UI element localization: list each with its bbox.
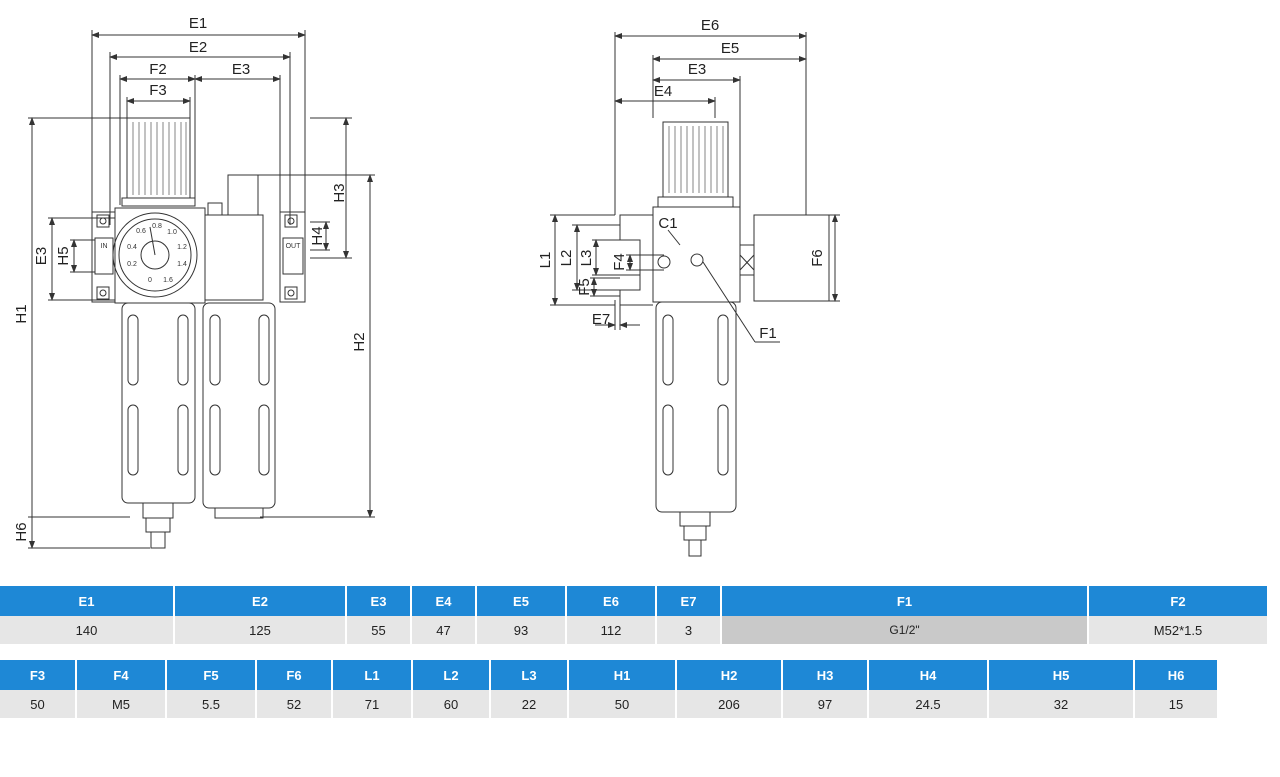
gauge-scale-label: 1.2	[177, 244, 187, 251]
dim-label-h5: H5	[55, 246, 72, 265]
dim-label-f6: F6	[809, 249, 826, 267]
table-cell: 52	[256, 690, 333, 718]
dim-label-c1: C1	[658, 215, 677, 232]
table-cell: 206	[676, 690, 783, 718]
table-header-cell: E3	[346, 586, 412, 616]
dim-label-e7: E7	[592, 311, 610, 328]
table-header-cell: H1	[568, 660, 677, 690]
table-cell: 93	[476, 616, 567, 644]
dim-label-e3-side: E3	[688, 61, 706, 78]
table-header-cell: F5	[166, 660, 257, 690]
dim-label-f2: F2	[149, 61, 167, 78]
table-header-cell: F6	[256, 660, 333, 690]
gauge-scale-label: 1.4	[177, 261, 187, 268]
table-cell-highlighted: G1/2"	[721, 616, 1089, 644]
dim-label-h6: H6	[13, 522, 30, 541]
dim-label-h1: H1	[13, 304, 30, 323]
table-header-cell: F4	[76, 660, 167, 690]
table-row: 140 125 55 47 93 112 3 G1/2" M52*1.5	[0, 616, 1269, 644]
table-cell: 3	[656, 616, 722, 644]
gauge-scale-label: 0	[148, 277, 152, 284]
dim-label-e3-top: E3	[232, 61, 250, 78]
dim-label-f5: F5	[576, 278, 593, 296]
gauge-scale: 0 0.2 0.4 0.6 0.8 1.0 1.2 1.4 1.6	[127, 223, 187, 284]
gauge-scale-label: 0.6	[136, 228, 146, 235]
table-cell: 15	[1134, 690, 1219, 718]
gauge-scale-label: 1.0	[167, 229, 177, 236]
table-header-cell: F1	[721, 586, 1089, 616]
table-header-row: F3 F4 F5 F6 L1 L2 L3 H1 H2 H3 H4 H5 H6	[0, 660, 1219, 690]
dim-label-f4: F4	[611, 253, 628, 271]
side-view	[550, 32, 840, 557]
table-cell: 140	[0, 616, 175, 644]
table-cell: 97	[782, 690, 869, 718]
dim-label-e6: E6	[701, 17, 719, 34]
dim-label-h3: H3	[331, 183, 348, 202]
table-header-cell: H2	[676, 660, 783, 690]
dim-label-e5: E5	[721, 40, 739, 57]
dim-label-e4: E4	[654, 83, 672, 100]
gauge-scale-label: 0.2	[127, 261, 137, 268]
table-cell: 125	[174, 616, 347, 644]
table-cell: 112	[566, 616, 657, 644]
table-header-cell: E1	[0, 586, 175, 616]
table-header-cell: E7	[656, 586, 722, 616]
dim-label-e3-left: E3	[33, 247, 50, 265]
table-header-cell: H5	[988, 660, 1135, 690]
table-cell: 5.5	[166, 690, 257, 718]
dim-label-f1: F1	[759, 325, 777, 342]
dimensions-table-1: E1 E2 E3 E4 E5 E6 E7 F1 F2 140 125 55 47…	[0, 586, 1269, 644]
table-header-cell: H4	[868, 660, 989, 690]
front-view	[28, 30, 375, 549]
dim-label-l2: L2	[558, 250, 575, 267]
technical-drawing: E1 E2 F2 E3 F3 H3 H4 E3 H5 H1 H2 H6 IN O…	[13, 15, 840, 557]
table-cell: 50	[568, 690, 677, 718]
table-header-cell: F2	[1088, 586, 1269, 616]
table-cell: 32	[988, 690, 1135, 718]
table-row: 50 M5 5.5 52 71 60 22 50 206 97 24.5 32 …	[0, 690, 1219, 718]
dim-label-e2: E2	[189, 39, 207, 56]
table-header-cell: H3	[782, 660, 869, 690]
port-label-in: IN	[101, 243, 108, 250]
table-cell: M5	[76, 690, 167, 718]
table-cell: 47	[411, 616, 477, 644]
table-header-row: E1 E2 E3 E4 E5 E6 E7 F1 F2	[0, 586, 1269, 616]
port-label-out: OUT	[286, 243, 302, 250]
table-header-cell: F3	[0, 660, 77, 690]
dim-label-l1: L1	[537, 252, 554, 269]
table-cell: 55	[346, 616, 412, 644]
gauge-scale-label: 0.8	[152, 223, 162, 230]
dim-label-e1: E1	[189, 15, 207, 32]
dim-label-l3: L3	[578, 250, 595, 267]
table-header-cell: E2	[174, 586, 347, 616]
table-cell: 50	[0, 690, 77, 718]
table-header-cell: L2	[412, 660, 491, 690]
dim-label-f3: F3	[149, 82, 167, 99]
table-cell: M52*1.5	[1088, 616, 1269, 644]
table-header-cell: E4	[411, 586, 477, 616]
dimensions-table-2: F3 F4 F5 F6 L1 L2 L3 H1 H2 H3 H4 H5 H6 5…	[0, 660, 1219, 718]
table-header-cell: L3	[490, 660, 569, 690]
table-cell: 22	[490, 690, 569, 718]
dim-label-h4: H4	[309, 226, 326, 245]
table-header-cell: L1	[332, 660, 413, 690]
table-header-cell: E5	[476, 586, 567, 616]
table-cell: 60	[412, 690, 491, 718]
gauge-scale-label: 0.4	[127, 244, 137, 251]
table-header-cell: E6	[566, 586, 657, 616]
gauge-scale-label: 1.6	[163, 277, 173, 284]
table-header-cell: H6	[1134, 660, 1219, 690]
table-cell: 24.5	[868, 690, 989, 718]
table-cell: 71	[332, 690, 413, 718]
dim-label-h2: H2	[351, 332, 368, 351]
